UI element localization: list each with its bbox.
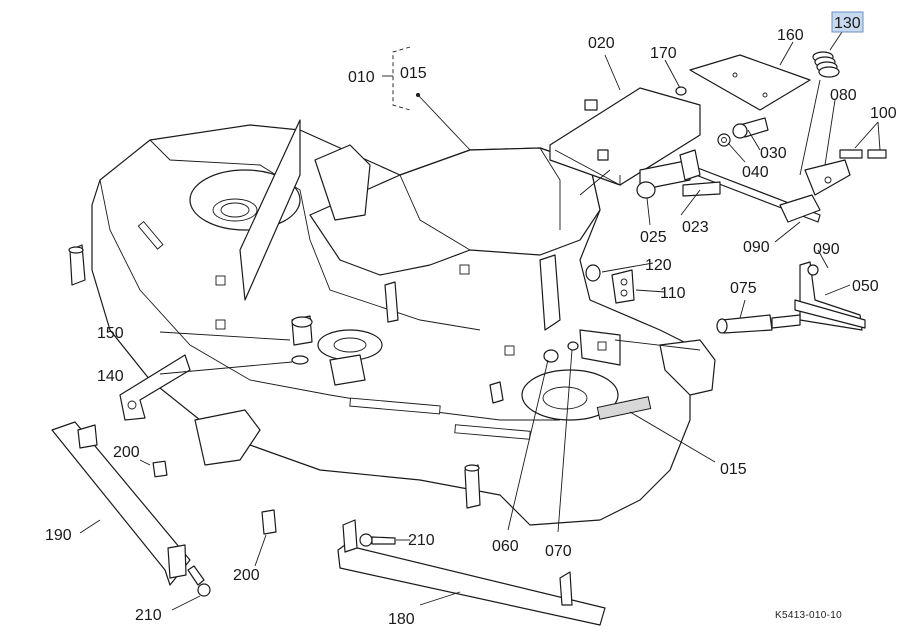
fasteners-060-070 xyxy=(543,329,621,366)
label-190: 190 xyxy=(45,527,72,544)
lift-arm-050 xyxy=(716,261,866,334)
clips-bolts xyxy=(152,460,396,597)
label-210-center: 210 xyxy=(408,532,435,549)
mower-deck-body xyxy=(91,124,691,526)
label-010: 010 xyxy=(348,69,375,86)
label-090-lower: 090 xyxy=(813,241,840,258)
label-160: 160 xyxy=(777,27,804,44)
label-030: 030 xyxy=(760,145,787,162)
bracket-140 xyxy=(119,315,366,466)
cover-160 xyxy=(689,54,811,111)
label-075: 075 xyxy=(730,280,757,297)
label-110: 110 xyxy=(660,285,686,302)
linkage-arms xyxy=(679,149,887,223)
label-130: 130 xyxy=(834,15,861,32)
label-023: 023 xyxy=(682,219,709,236)
label-015-bottom: 015 xyxy=(720,461,747,478)
label-050: 050 xyxy=(852,278,879,295)
label-090-upper: 090 xyxy=(743,239,770,256)
rail-180 xyxy=(337,519,606,626)
label-100: 100 xyxy=(870,105,897,122)
pin-clip xyxy=(585,264,635,304)
label-060: 060 xyxy=(492,538,519,555)
label-150: 150 xyxy=(97,325,124,342)
hardware-bolts xyxy=(636,86,769,199)
bracket-020 xyxy=(549,87,701,191)
label-200-bottom: 200 xyxy=(233,567,260,584)
rail-190 xyxy=(51,421,191,586)
label-070: 070 xyxy=(545,543,572,560)
label-210-bottom: 210 xyxy=(135,607,162,624)
label-040: 040 xyxy=(742,164,769,181)
label-200-left: 200 xyxy=(113,444,140,461)
label-140: 140 xyxy=(97,368,124,385)
leader-lines xyxy=(79,31,881,611)
label-080: 080 xyxy=(830,87,857,104)
drawing-code: K5413-010-10 xyxy=(775,610,842,621)
deck-brackets xyxy=(68,119,716,509)
label-015-top: 015 xyxy=(400,65,427,82)
label-020: 020 xyxy=(588,35,615,52)
label-120: 120 xyxy=(645,257,672,274)
label-170: 170 xyxy=(650,45,677,62)
label-025: 025 xyxy=(640,229,667,246)
spring-130 xyxy=(799,51,840,176)
label-180: 180 xyxy=(388,611,415,628)
part-labels: 010 015 020 170 160 130 080 100 030 040 … xyxy=(45,11,897,628)
label-130-highlight xyxy=(831,11,864,33)
